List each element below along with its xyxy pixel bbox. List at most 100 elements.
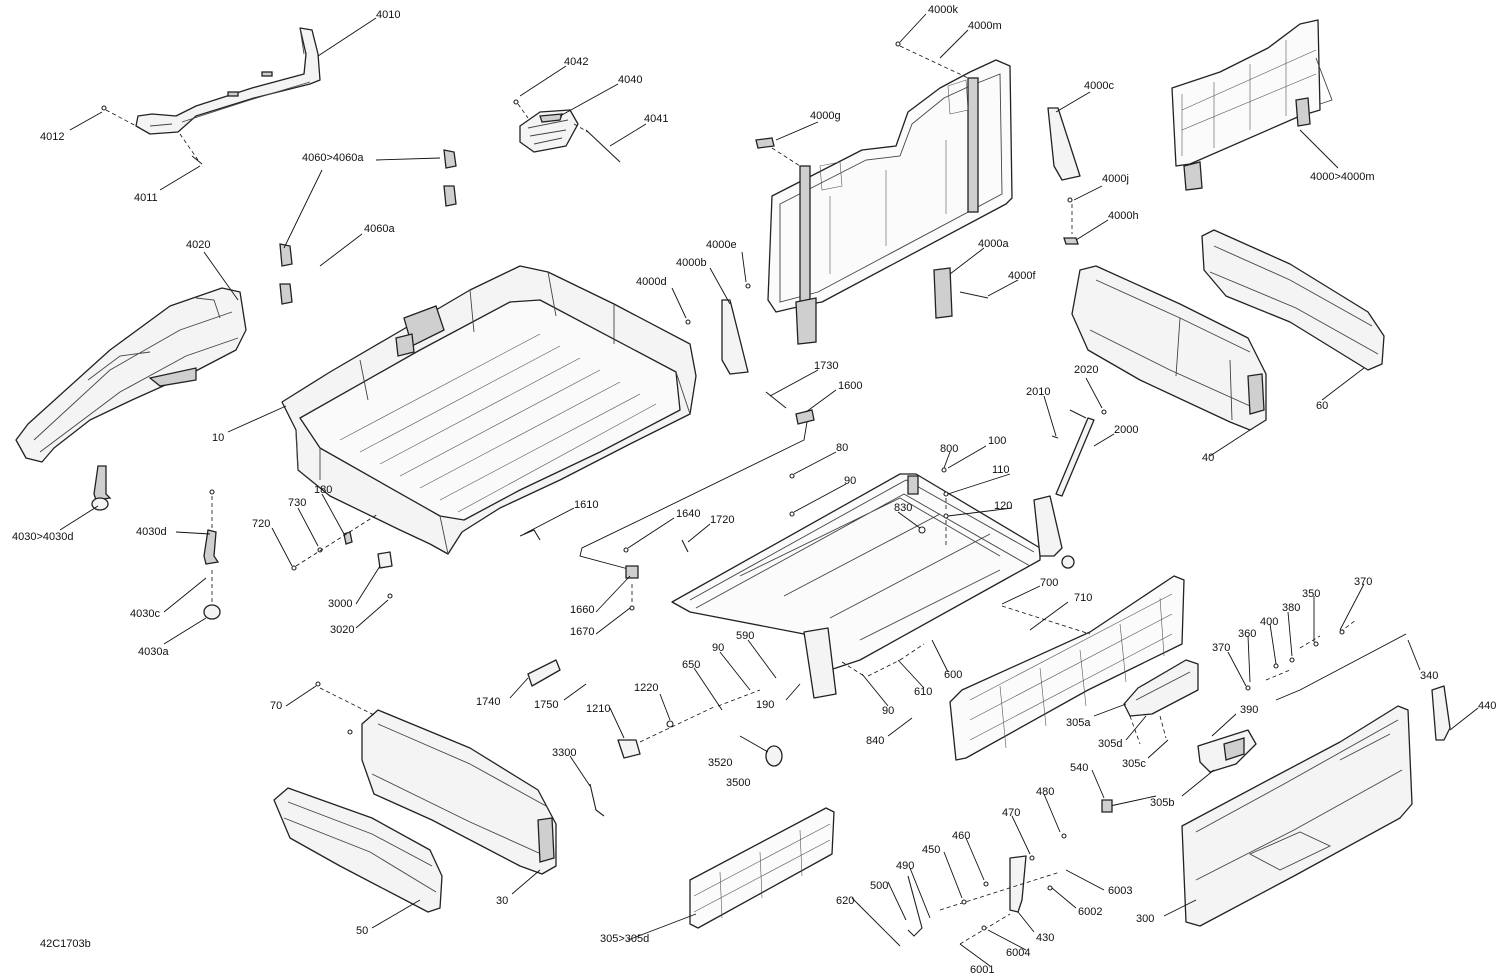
callout-label: 110	[992, 464, 1010, 476]
part-60-side-panel	[1201, 229, 1385, 371]
callout-label: 90	[882, 705, 895, 717]
callout-label: 4000d	[636, 276, 667, 288]
part-30-side-panel	[361, 709, 557, 875]
callout-label: 720	[252, 518, 271, 530]
callout-label: 370	[1354, 576, 1373, 588]
callout-label: 4000k	[928, 4, 958, 16]
callout-label: 1750	[534, 699, 559, 711]
callout-label: 305c	[1122, 758, 1146, 770]
callout-label: 3000	[328, 598, 353, 610]
callout-label: 610	[914, 686, 933, 698]
callout-label: 470	[1002, 807, 1021, 819]
callout-label: 350	[1302, 588, 1321, 600]
callout-label: 300	[1136, 913, 1155, 925]
callout-label: 4000m	[968, 20, 1002, 32]
callout-label: 2010	[1026, 386, 1051, 398]
callout-label: 40	[1202, 452, 1215, 464]
callout-label: 4012	[40, 131, 65, 143]
callout-label: 100	[988, 435, 1007, 447]
callout-label: 500	[870, 880, 889, 892]
callout-label: 430	[1036, 932, 1055, 944]
callout-label: 4041	[644, 113, 669, 125]
callout-label: 90	[712, 642, 725, 654]
callout-label: 490	[896, 860, 915, 872]
part-4020-side-rail	[15, 287, 247, 463]
callout-label: 4060a	[364, 223, 395, 235]
callout-label: 4030>4030d	[12, 531, 74, 543]
callout-label: 4000h	[1108, 210, 1139, 222]
callout-label: 3300	[552, 747, 577, 759]
callout-label: 4030c	[130, 608, 160, 620]
callout-label: 4010	[376, 9, 401, 21]
callout-label: 1670	[570, 626, 595, 638]
callout-label: 830	[894, 502, 913, 514]
callout-label: 540	[1070, 762, 1089, 774]
callout-label: 4020	[186, 239, 211, 251]
callout-label: 6001	[970, 964, 995, 976]
callout-label: 4000b	[676, 257, 707, 269]
callout-label: 4000c	[1084, 80, 1114, 92]
part-4000-headache-rack	[767, 59, 1013, 345]
callout-label: 4000g	[810, 110, 841, 122]
callout-label: 50	[356, 925, 369, 937]
callout-label: 190	[756, 699, 775, 711]
drawing-code: 42C1703b	[40, 938, 91, 950]
callout-label: 180	[314, 484, 333, 496]
part-10-cargo-box	[281, 265, 697, 555]
callout-label: 3520	[708, 757, 733, 769]
callout-label: 710	[1074, 592, 1093, 604]
part-50-side-panel	[273, 787, 443, 913]
callout-label: 6002	[1078, 906, 1103, 918]
callout-label: 4042	[564, 56, 589, 68]
callout-label: 1210	[586, 703, 611, 715]
callout-label: 305a	[1066, 717, 1091, 729]
part-4040-latch	[519, 109, 579, 153]
callout-label: 80	[836, 442, 849, 454]
callout-label: 600	[944, 669, 963, 681]
callout-label: 1740	[476, 696, 501, 708]
callout-label: 700	[1040, 577, 1059, 589]
callout-label: 440	[1478, 700, 1497, 712]
callout-label: 4000a	[978, 238, 1009, 250]
callout-label: 480	[1036, 786, 1055, 798]
callout-label: 1600	[838, 380, 863, 392]
callout-label: 390	[1240, 704, 1259, 716]
callout-label: 4060>4060a	[302, 152, 364, 164]
callout-label: 840	[866, 735, 885, 747]
callout-label: 1660	[570, 604, 595, 616]
callout-label: 800	[940, 443, 959, 455]
callout-label: 1610	[574, 499, 599, 511]
callout-label: 620	[836, 895, 855, 907]
callout-label: 4000e	[706, 239, 737, 251]
callout-label: 360	[1238, 628, 1257, 640]
callout-label: 450	[922, 844, 941, 856]
callout-label: 305b	[1150, 797, 1175, 809]
callout-label: 730	[288, 497, 307, 509]
callout-label: 90	[844, 475, 857, 487]
callout-label: 400	[1260, 616, 1279, 628]
callout-label: 380	[1282, 602, 1301, 614]
callout-label: 650	[682, 659, 701, 671]
callout-label: 2000	[1114, 424, 1139, 436]
callout-label: 305d	[1098, 738, 1123, 750]
part-frame-assembly	[671, 473, 1075, 699]
callout-label: 1730	[814, 360, 839, 372]
callout-label: 370	[1212, 642, 1231, 654]
callout-label: 1720	[710, 514, 735, 526]
callout-label: 30	[496, 895, 509, 907]
callout-label: 10	[212, 432, 225, 444]
callout-label: 70	[270, 700, 283, 712]
callout-label: 4030d	[136, 526, 167, 538]
part-4000-rack-view	[1171, 19, 1333, 191]
part-305-net-panel	[689, 807, 835, 929]
callout-label: 6004	[1006, 947, 1031, 959]
callout-label: 3500	[726, 777, 751, 789]
callout-label: 460	[952, 830, 971, 842]
callout-label: 120	[994, 500, 1013, 512]
callout-label: 4000>4000m	[1310, 171, 1375, 183]
callout-label: 305>305d	[600, 933, 650, 945]
part-300-tailgate	[1181, 705, 1413, 927]
callout-label: 3020	[330, 624, 355, 636]
callout-label: 4011	[134, 192, 158, 204]
